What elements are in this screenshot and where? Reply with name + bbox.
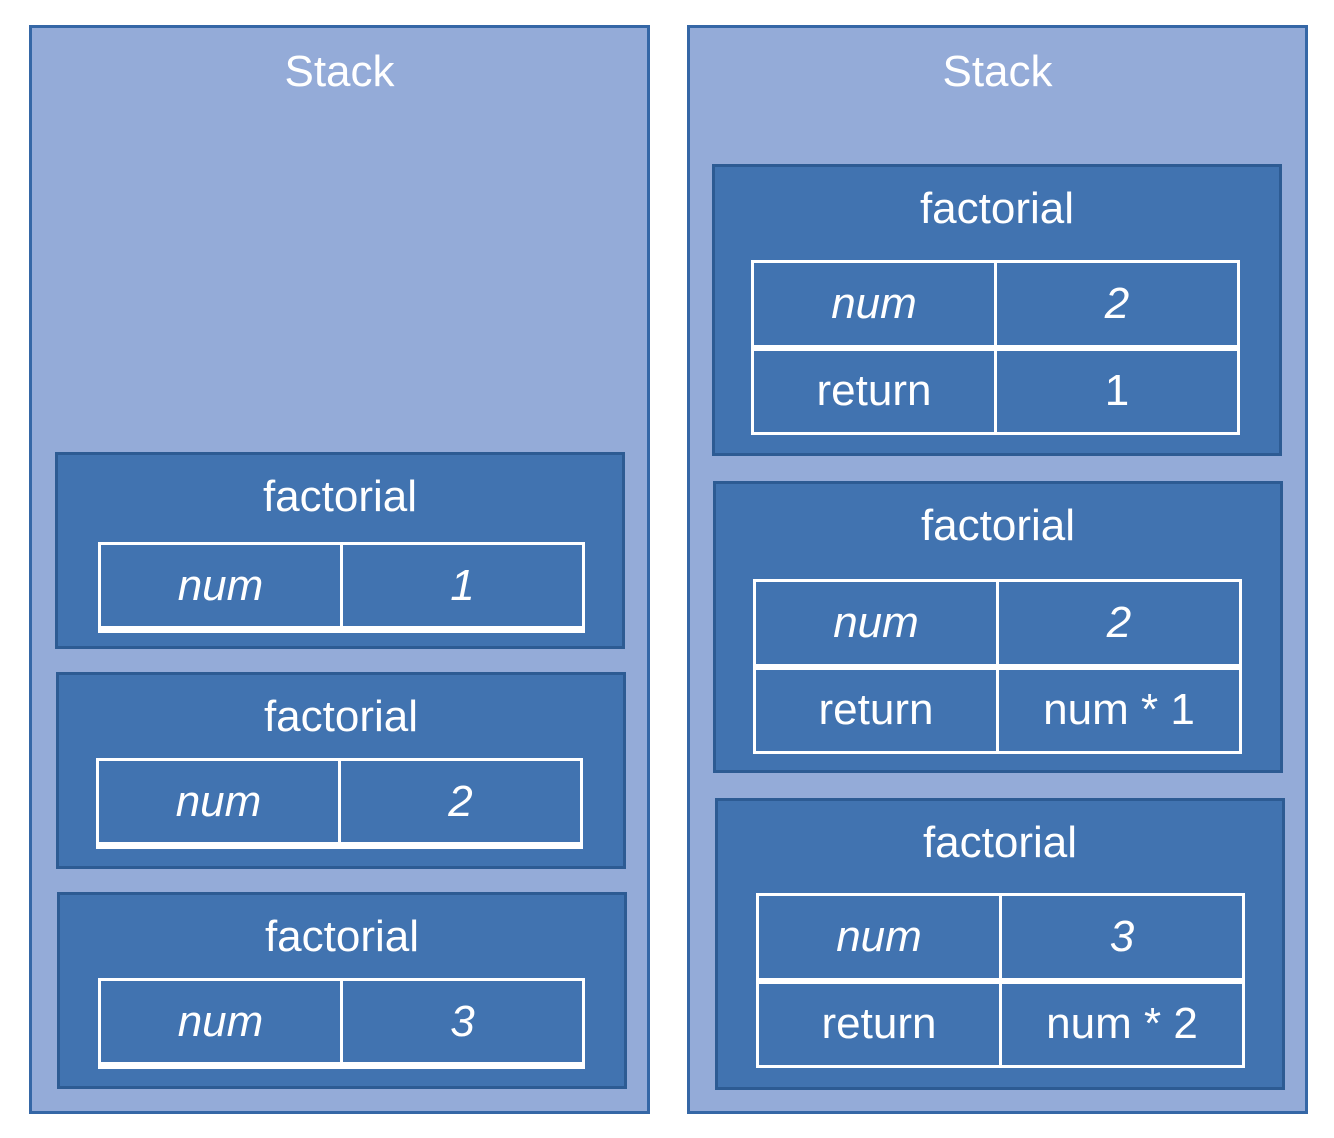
table-row: num 3: [759, 896, 1242, 978]
stack-panel-right: Stack factorial num 2 return 1 factorial…: [687, 25, 1308, 1114]
stack-panel-left: Stack factorial num 1 factorial num 2 fa…: [29, 25, 650, 1114]
variable-table: num 2 return 1: [751, 260, 1240, 435]
stack-frame: factorial num 3: [57, 892, 627, 1089]
variable-name: num: [175, 776, 262, 826]
table-row: return num * 2: [759, 977, 1242, 1065]
variable-table: num 2: [96, 758, 583, 849]
variable-value: 2: [338, 761, 580, 842]
variable-name: num: [831, 278, 917, 328]
variable-value: 2: [996, 582, 1239, 664]
variable-name: num: [177, 560, 264, 610]
stack-frame: factorial num 3 return num * 2: [715, 798, 1285, 1090]
frame-title: factorial: [920, 501, 1076, 550]
variable-name: num: [836, 911, 922, 961]
table-row: return 1: [754, 344, 1237, 432]
frame-title: factorial: [922, 818, 1078, 867]
variable-name: num: [177, 996, 264, 1046]
table-row: num 2: [754, 263, 1237, 345]
table-row: num 1: [101, 545, 582, 626]
variable-value: 1: [340, 545, 582, 626]
variable-table: num 1: [98, 542, 585, 633]
variable-value: 1: [994, 350, 1237, 432]
variable-value: 3: [999, 896, 1242, 978]
stack-title: Stack: [284, 47, 395, 96]
variable-name: num: [833, 597, 919, 647]
table-row: return num * 1: [756, 663, 1239, 751]
variable-value: 2: [994, 263, 1237, 345]
frame-title: factorial: [264, 912, 420, 961]
variable-table: num 3: [98, 978, 585, 1069]
frame-title: factorial: [263, 692, 419, 741]
variable-name: return: [821, 999, 937, 1049]
table-row: num 2: [99, 761, 580, 842]
stack-frame: factorial num 1: [55, 452, 625, 649]
stack-frame: factorial num 2 return num * 1: [713, 481, 1283, 773]
variable-value: num * 2: [999, 983, 1242, 1065]
variable-value: num * 1: [996, 669, 1239, 751]
variable-name: return: [816, 366, 932, 416]
stack-title: Stack: [942, 47, 1053, 96]
variable-table: num 2 return num * 1: [753, 579, 1242, 754]
table-row: num 3: [101, 981, 582, 1062]
table-row: num 2: [756, 582, 1239, 664]
variable-name: return: [818, 685, 934, 735]
variable-table: num 3 return num * 2: [756, 893, 1245, 1068]
frame-title: factorial: [262, 472, 418, 521]
variable-value: 3: [340, 981, 582, 1062]
frame-title: factorial: [919, 184, 1075, 233]
stack-frame: factorial num 2: [56, 672, 626, 869]
stack-frame: factorial num 2 return 1: [712, 164, 1282, 456]
